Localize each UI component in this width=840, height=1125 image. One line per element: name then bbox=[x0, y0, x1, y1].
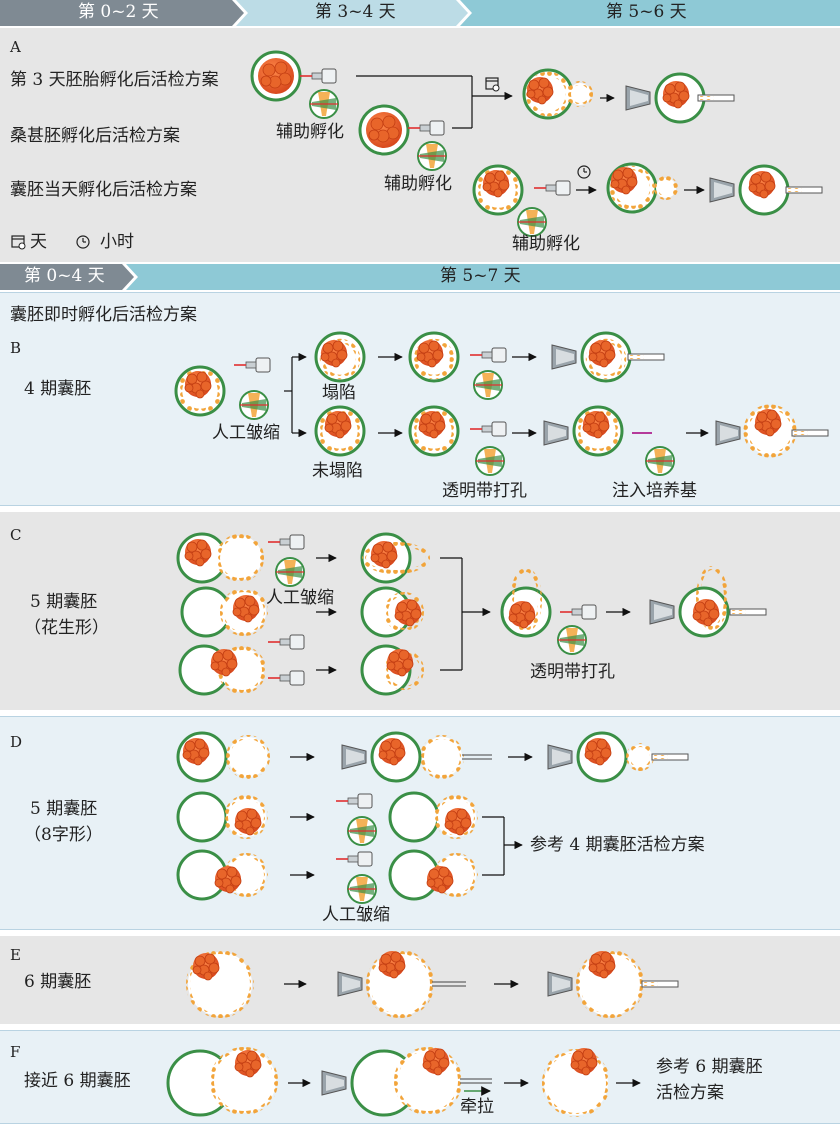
zona-drill-label: 透明带打孔 bbox=[530, 662, 615, 682]
laser-icon bbox=[469, 347, 507, 363]
timeline-header-top: 第 0~2 天 第 3~4 天 第 5~6 天 bbox=[0, 0, 840, 26]
section-title: 囊胚即时孵化后活检方案 bbox=[10, 305, 197, 325]
header-day0-4: 第 0~4 天 bbox=[24, 266, 105, 286]
refer-stage6-label-1: 参考 6 期囊胚 bbox=[656, 1057, 763, 1077]
morula-embryo bbox=[358, 104, 410, 156]
zoom-inset bbox=[475, 446, 505, 476]
panel-d: D 5 期囊胚 （8字形） bbox=[0, 716, 840, 930]
zoom-inset bbox=[309, 89, 339, 119]
assist-label-2: 辅助孵化 bbox=[384, 174, 452, 194]
panel-d-letter: D bbox=[10, 733, 23, 751]
shrink-label: 人工皱缩 bbox=[212, 423, 280, 443]
panel-b-diagram bbox=[0, 331, 829, 476]
laser-icon bbox=[559, 604, 597, 620]
panel-a: A 第 3 天胚胎孵化后活检方案 桑甚胚孵化后活检方案 囊胚当天孵化后活检方案 bbox=[0, 28, 840, 262]
laser-icon bbox=[407, 120, 445, 136]
laser-icon bbox=[533, 180, 571, 196]
not-collapsed-label: 未塌陷 bbox=[312, 461, 363, 481]
panel-a-diagram bbox=[11, 50, 823, 250]
legend-day-label: 天 bbox=[30, 232, 47, 252]
zoom-inset bbox=[347, 816, 377, 846]
zoom-inset bbox=[517, 207, 547, 237]
laser-icon bbox=[335, 793, 373, 809]
panel-c-diagram bbox=[176, 532, 767, 696]
zoom-inset bbox=[347, 874, 377, 904]
row-morula-label: 桑甚胚孵化后活检方案 bbox=[10, 126, 180, 146]
stage6-label: 6 期囊胚 bbox=[24, 972, 92, 992]
shrink-label: 人工皱缩 bbox=[266, 588, 334, 608]
zoom-inset bbox=[557, 625, 587, 655]
panel-c: C 5 期囊胚 （花生形） bbox=[0, 512, 840, 710]
zona-drill-label: 透明带打孔 bbox=[442, 481, 527, 501]
stage5-eight-label-1: 5 期囊胚 bbox=[30, 799, 98, 819]
laser-icon bbox=[299, 68, 337, 84]
stage5-peanut-label-2: （花生形） bbox=[24, 618, 109, 638]
stage5-peanut-label-1: 5 期囊胚 bbox=[30, 592, 98, 612]
row-blastocyst-label: 囊胚当天孵化后活检方案 bbox=[10, 180, 197, 200]
header-day0-2: 第 0~2 天 bbox=[78, 2, 159, 22]
collapsed-label: 塌陷 bbox=[322, 383, 356, 403]
zoom-inset bbox=[417, 141, 447, 171]
clock-icon bbox=[76, 235, 90, 249]
timeline-header-mid: 第 0~4 天 第 5~7 天 bbox=[0, 264, 840, 290]
stage4-label: 4 期囊胚 bbox=[24, 379, 92, 399]
header-day5-6: 第 5~6 天 bbox=[606, 2, 687, 22]
clock-icon bbox=[577, 165, 591, 179]
panel-b: 囊胚即时孵化后活检方案 B 4 期囊胚 bbox=[0, 292, 840, 506]
legend-hour-label: 小时 bbox=[100, 232, 134, 252]
laser-icon bbox=[267, 534, 305, 550]
laser-icon bbox=[233, 357, 271, 373]
zoom-inset bbox=[239, 390, 269, 420]
zoom-inset bbox=[473, 370, 503, 400]
laser-icon bbox=[335, 851, 373, 867]
refer-stage4-label: 参考 4 期囊胚活检方案 bbox=[530, 835, 705, 855]
inject-label: 注入培养基 bbox=[612, 481, 697, 501]
inject-inset bbox=[645, 446, 675, 476]
zoom-inset bbox=[275, 557, 305, 587]
row-day3-label: 第 3 天胚胎孵化后活检方案 bbox=[10, 70, 219, 90]
assist-label-1: 辅助孵化 bbox=[276, 122, 344, 142]
laser-icon bbox=[267, 670, 305, 686]
pull-label: 牵拉 bbox=[460, 1097, 494, 1117]
panel-f: F 接近 6 期囊胚 牵拉 参考 6 期囊胚 活检方案 bbox=[0, 1030, 840, 1124]
laser-icon bbox=[267, 634, 305, 650]
stage5-eight-label-2: （8字形） bbox=[24, 825, 103, 845]
header-day3-4: 第 3~4 天 bbox=[315, 2, 396, 22]
panel-e-letter: E bbox=[10, 946, 21, 964]
laser-icon bbox=[469, 421, 507, 437]
refer-stage6-label-2: 活检方案 bbox=[656, 1083, 724, 1103]
assist-label-3: 辅助孵化 bbox=[512, 234, 580, 254]
panel-f-letter: F bbox=[10, 1043, 21, 1061]
shrink-label: 人工皱缩 bbox=[322, 905, 390, 925]
near-stage6-label: 接近 6 期囊胚 bbox=[24, 1071, 131, 1091]
panel-d-diagram bbox=[176, 731, 689, 904]
panel-e: E 6 期囊胚 bbox=[0, 936, 840, 1024]
calendar-icon bbox=[11, 235, 26, 250]
header-day5-7: 第 5~7 天 bbox=[440, 266, 521, 286]
panel-c-letter: C bbox=[10, 526, 22, 544]
panel-f-diagram bbox=[166, 1047, 641, 1117]
panel-b-letter: B bbox=[10, 339, 22, 357]
panel-a-letter: A bbox=[10, 38, 21, 56]
panel-e-diagram bbox=[186, 950, 679, 1018]
day3-embryo bbox=[250, 50, 302, 102]
calendar-icon bbox=[485, 77, 500, 92]
